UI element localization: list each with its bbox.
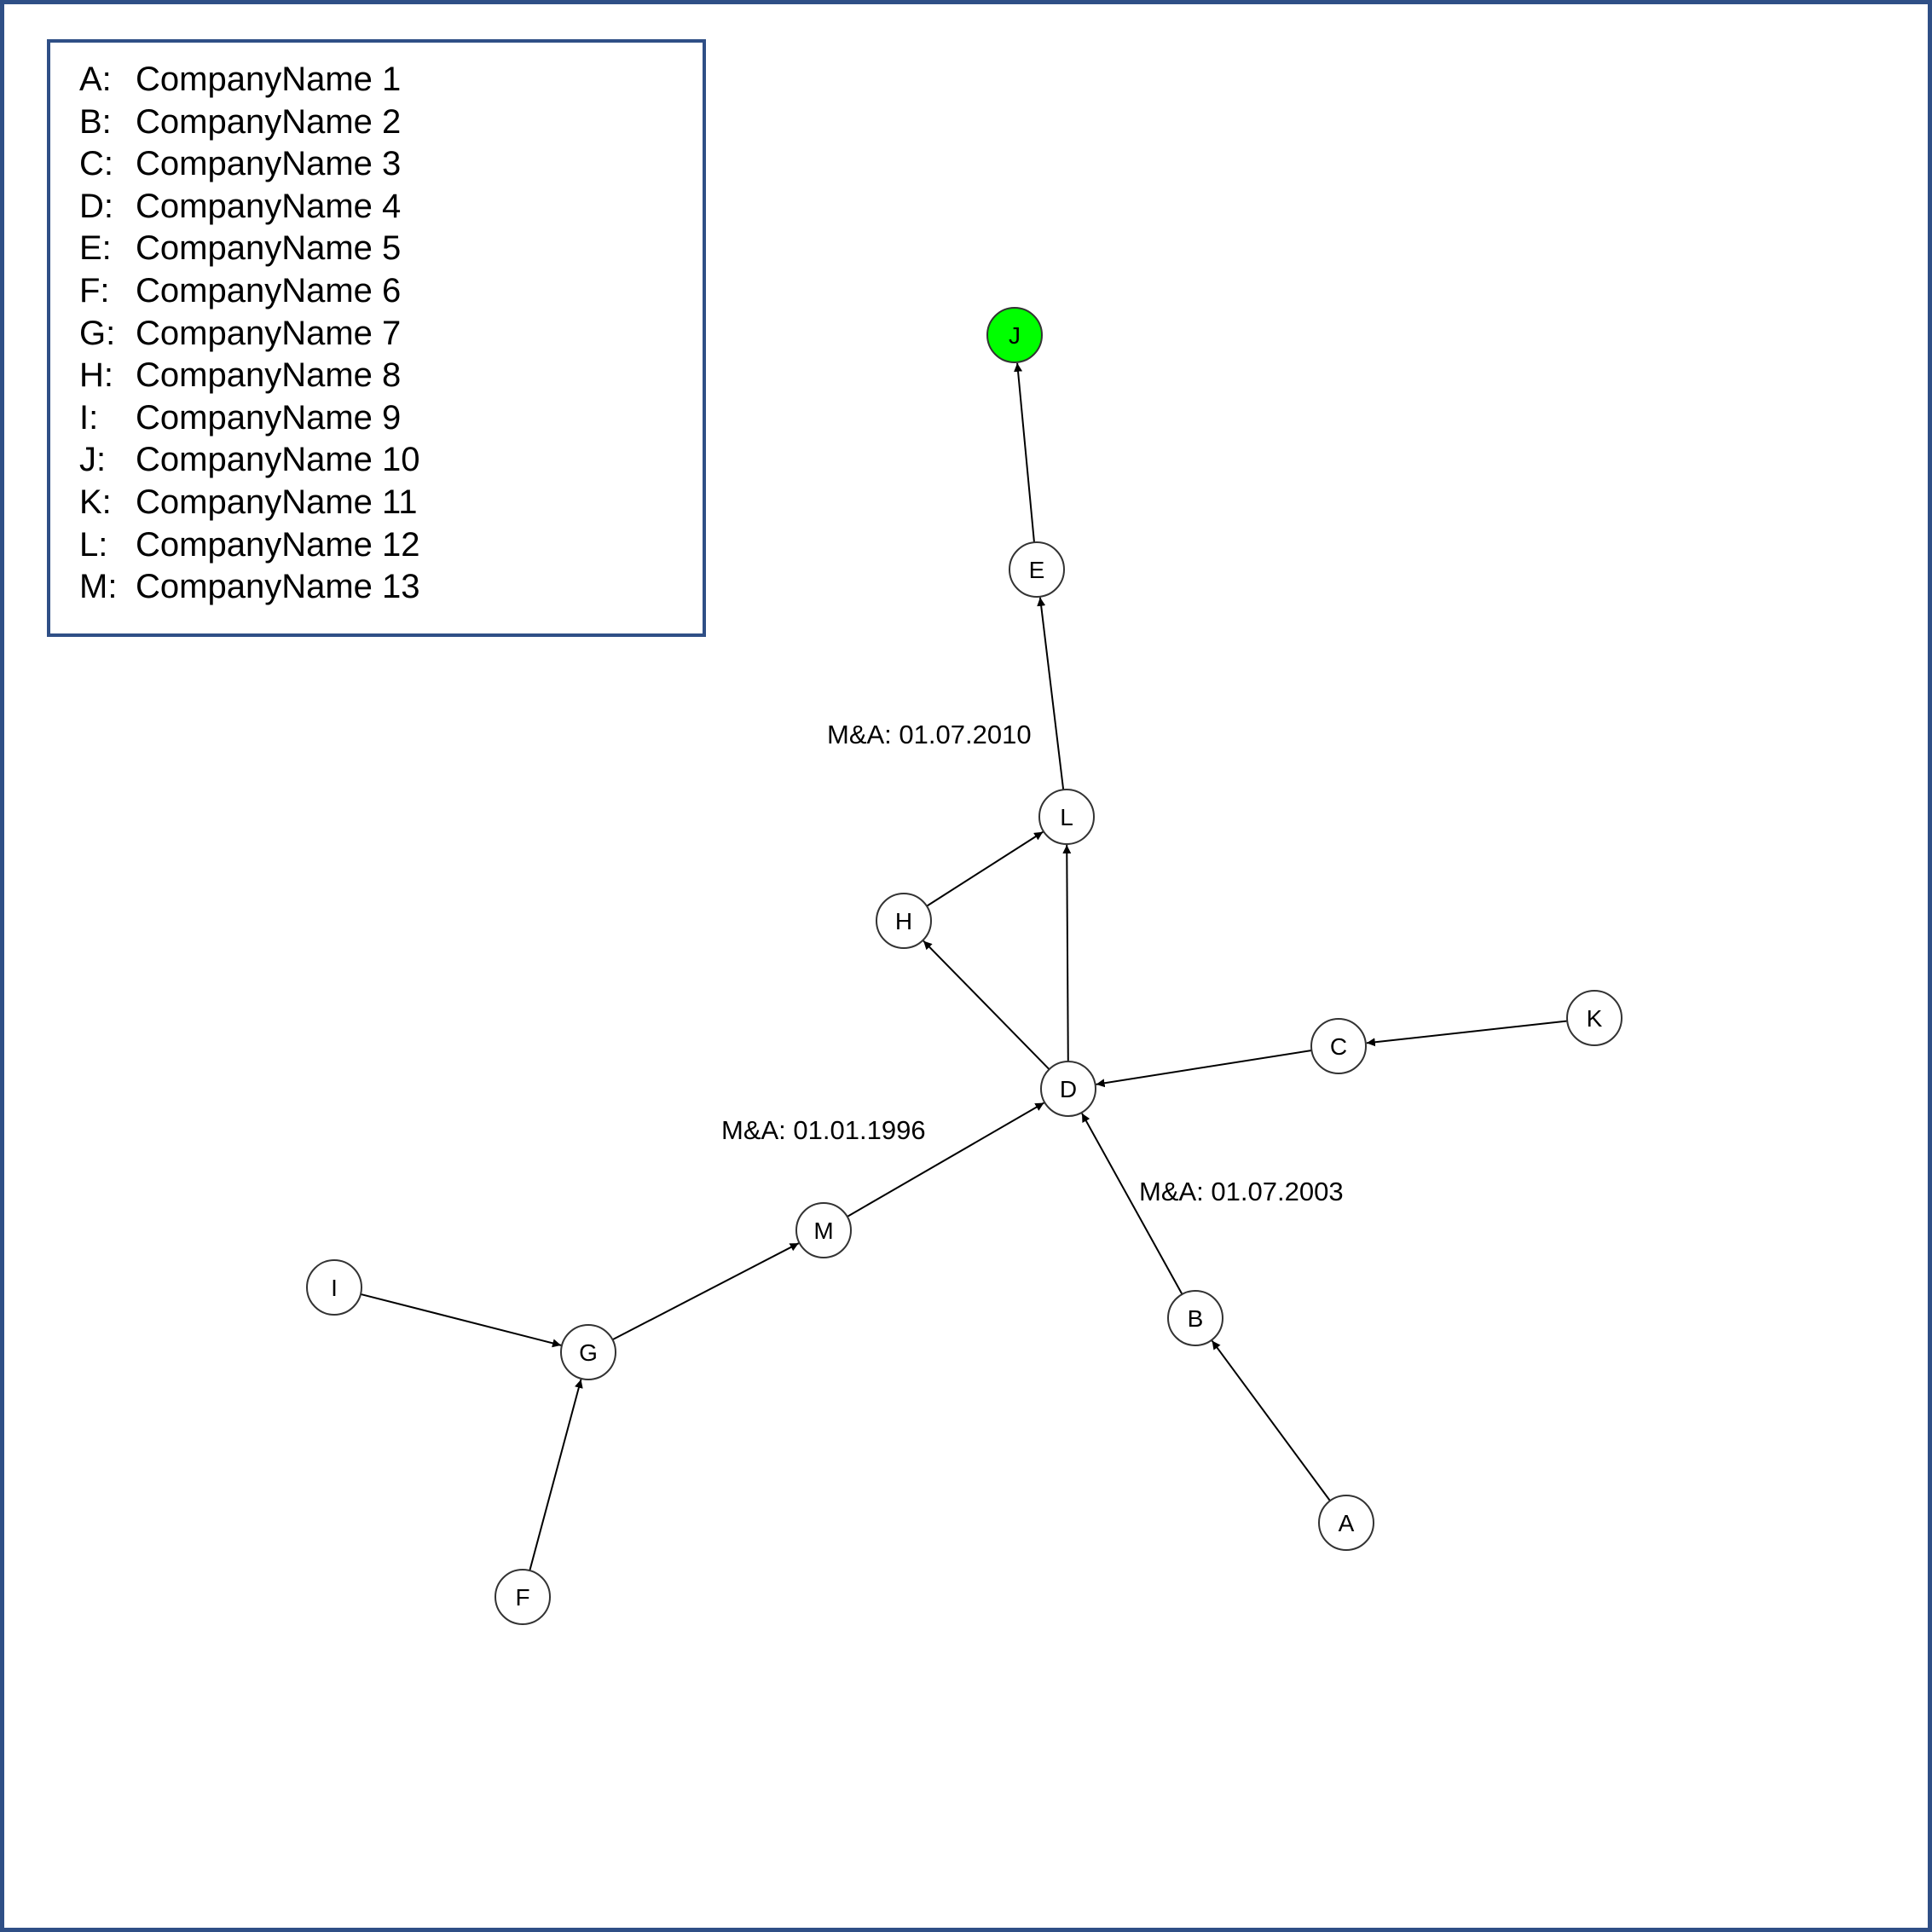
node-i: I [306,1259,362,1316]
edge-k-to-c [1366,1020,1568,1047]
legend-item-key: M: [79,568,118,606]
node-j: J [986,307,1043,363]
node-k: K [1566,990,1623,1046]
node-label: C [1330,1033,1347,1060]
node-label: A [1339,1510,1355,1536]
legend-item-key: G: [79,314,116,352]
node-label: M [813,1218,833,1244]
legend-item-name: CompanyName 12 [136,525,420,564]
edge-f-to-g [529,1379,583,1571]
legend-item-name: CompanyName 5 [136,229,402,268]
edge-c-to-d [1096,1049,1312,1088]
legend-item: E: CompanyName 5 [79,227,401,269]
node-m: M [795,1202,852,1258]
node-circle [1009,541,1065,598]
node-circle [495,1569,551,1625]
legend-item: M: CompanyName 13 [79,565,420,608]
node-a: A [1318,1495,1374,1551]
node-label: I [331,1275,338,1301]
node-h: H [876,893,932,949]
legend-item: D: CompanyName 4 [79,185,401,228]
node-label: H [895,908,912,934]
legend-item: L: CompanyName 12 [79,523,420,566]
node-circle [560,1324,616,1380]
legend-item-name: CompanyName 2 [136,102,402,141]
edge-m-to-d [847,1102,1044,1218]
nodes-layer: J E L H D C K M B I G F A [306,307,1623,1625]
legend-item-name: CompanyName 11 [136,483,418,521]
legend-item-name: CompanyName 4 [136,187,402,225]
legend-item-key: D: [79,187,113,225]
node-g: G [560,1324,616,1380]
legend-item-name: CompanyName 7 [136,314,402,352]
node-circle [1566,990,1623,1046]
node-l: L [1038,789,1095,845]
node-circle [795,1202,852,1258]
legend-item-name: CompanyName 9 [136,398,402,437]
edge-d-to-l [1062,844,1072,1062]
legend-item: A: CompanyName 1 [79,58,401,101]
node-f: F [495,1569,551,1625]
legend-item-name: CompanyName 3 [136,145,402,183]
legend-item: C: CompanyName 3 [79,142,401,185]
legend-item-name: CompanyName 6 [136,272,402,309]
legend-item-key: F: [79,272,110,309]
node-c: C [1310,1018,1367,1074]
legend-item-name: CompanyName 1 [136,61,402,98]
legend-item: K: CompanyName 11 [79,481,418,523]
legend-item-key: I: [79,398,99,437]
node-label: E [1029,557,1045,583]
node-circle [1310,1018,1367,1074]
legend-item: J: CompanyName 10 [79,438,420,481]
legend-item-key: J: [79,441,107,479]
node-circle [306,1259,362,1316]
node-circle [1167,1290,1223,1346]
edge-h-to-l [926,830,1044,907]
edge-label: M&A: 01.01.1996 [721,1115,926,1145]
legend-item-key: E: [79,229,112,268]
legend-item: H: CompanyName 8 [79,354,401,396]
node-label: B [1188,1305,1204,1332]
legend-item-key: H: [79,356,113,395]
edge-e-to-j [1014,362,1035,543]
edge-l-to-e [1037,597,1065,790]
node-label: J [1009,322,1021,349]
edge-i-to-g [360,1293,562,1348]
node-circle [1040,1061,1096,1117]
node-d: D [1040,1061,1096,1117]
node-circle [876,893,932,949]
legend-item-name: CompanyName 10 [136,441,420,479]
edge-a-to-b [1211,1339,1331,1501]
node-circle [986,307,1043,363]
node-circle [1318,1495,1374,1551]
node-label: L [1060,804,1073,830]
edge-d-to-h [923,940,1050,1070]
legend-item-name: CompanyName 13 [136,568,420,606]
legend-item: F: CompanyName 6 [79,269,401,312]
legend-box: A: CompanyName 1 B: CompanyName 2 C: CompanyN… [47,39,706,637]
edge-g-to-m [611,1242,800,1341]
legend-item-key: L: [79,525,108,564]
edge-label: M&A: 01.07.2003 [1139,1177,1344,1206]
legend-item: G: CompanyName 7 [79,312,401,355]
edge-label: M&A: 01.07.2010 [827,720,1032,749]
edge-b-to-d [1081,1113,1183,1295]
node-circle [1038,789,1095,845]
legend-item-key: C: [79,145,113,183]
legend-item: I: CompanyName 9 [79,396,401,439]
edges-layer [360,362,1568,1571]
node-label: F [515,1584,529,1611]
node-b: B [1167,1290,1223,1346]
node-label: K [1587,1005,1603,1032]
node-label: G [579,1339,598,1366]
legend-item-name: CompanyName 8 [136,356,402,395]
legend-item-key: K: [79,483,112,521]
legend-item: B: CompanyName 2 [79,101,401,143]
node-e: E [1009,541,1065,598]
legend-item-key: B: [79,102,112,141]
node-label: D [1060,1076,1077,1102]
legend-item-key: A: [79,61,112,98]
